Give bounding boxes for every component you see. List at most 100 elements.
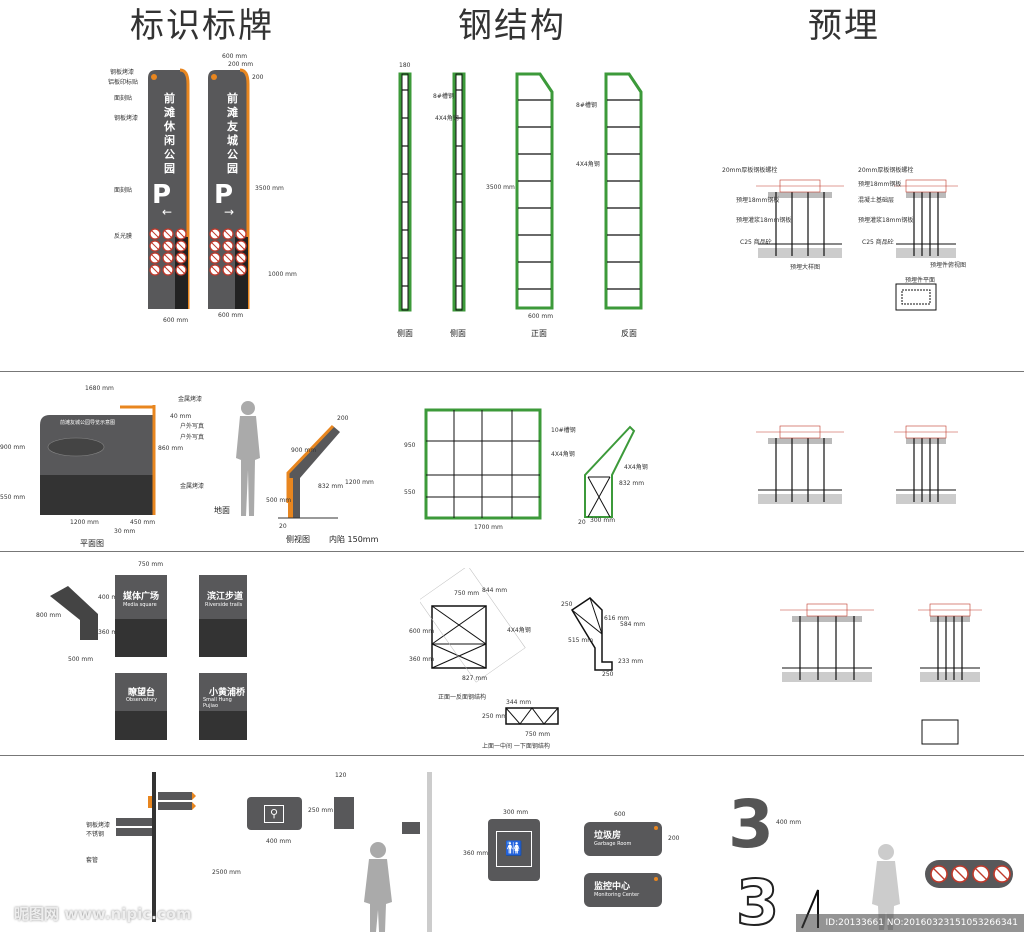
view-label-back: 反面 [621,329,637,338]
dim-label: 750 mm [454,590,480,597]
callout: 860 mm [158,445,184,452]
callout: 8#槽钢 [576,102,597,109]
dim-label: 233 mm [618,658,644,665]
sign-en: Observatory [126,697,157,703]
dim-label: 827 mm [462,675,488,682]
prohibition-slash [237,242,245,250]
prohibition-slash [151,266,159,274]
dim-label: 1200 mm [70,519,99,526]
dim-label: 200 [668,835,680,842]
totem-right-text: 前滩友城公园 [227,92,238,175]
dim-label: 616 mm [604,615,630,622]
embed-sub-label: 预埋大样图 [790,264,821,271]
embed-plate [906,192,946,198]
sign-en: Small Hung Pujiao [203,697,232,709]
dim-label: 300 mm [590,517,616,524]
dim-label: 832 mm [318,483,344,490]
prohibition-slash [996,868,1008,880]
callout: 10#槽钢 [551,427,576,434]
embed-base [896,248,956,258]
callout: 金属烤漆 [180,483,205,490]
prohibition-slash [224,254,232,262]
prohibition-slash [177,254,185,262]
embed-plan [921,719,959,745]
steel-frames-mid [420,568,613,725]
dim-label: 600 mm [409,628,435,635]
watermark-logo: 昵图网 www.nipic.com [14,905,192,923]
embed-plate [792,616,862,622]
prohibition-slash [177,230,185,238]
embed-base [758,248,842,258]
dim-label: 200 [252,74,264,81]
header-steel: 钢结构 [458,6,566,46]
embed-drawings [756,179,982,745]
prohibition-slash [224,230,232,238]
dim-label: 360 mm [463,850,489,857]
dim-label: 400 mm [266,838,292,845]
sign-cn: 滨江步道 [207,592,244,602]
prohibition-slash [954,868,966,880]
dim-label: 600 mm [218,312,244,319]
callout: 8#槽钢 [433,93,454,100]
embed-base [896,494,956,504]
dim-label: 360 mm [409,656,435,663]
prohibition-icons-left [149,228,187,276]
section-divider [0,551,1024,552]
inset-label: 内陷 150mm [329,535,379,544]
prohibition-slash [151,242,159,250]
prohibition-slash [237,254,245,262]
prohibition-slash [211,242,219,250]
prohibition-slash [177,266,185,274]
totem-right-arrow: → [224,205,235,219]
prohibition-slash [164,266,172,274]
prohibition-slash [975,868,987,880]
dim-label: 584 mm [620,621,646,628]
embed-sub-label: 预埋件俯视图 [930,262,967,269]
prohibition-slash [164,242,172,250]
dim-label: 600 mm [528,313,554,320]
sign-cn: 监控中心 [594,882,631,892]
steel-frames-top [398,72,643,312]
header-embed: 预埋 [808,6,880,46]
totem-left-arrow: ← [162,205,173,219]
dim-label: 950 [404,442,416,449]
board-steel-frame [424,408,636,520]
dim-label: 832 mm [619,480,645,487]
callout: 20mm厚板钢板螺栓 [722,167,778,174]
callout: 预埋18mm钢板 [858,181,902,188]
board-side-view [278,424,340,519]
dim-label: 844 mm [482,587,508,594]
dim-label: 344 mm [506,699,532,706]
caption: 上面一中间 一下面钢结构 [482,743,550,750]
embed-base [758,494,842,504]
dim-label: 400 mm [98,594,124,601]
dim-label: 400 mm [776,819,802,826]
prohibition-slash [211,254,219,262]
prohibition-slash [177,242,185,250]
embed-plate [768,438,832,444]
dim-label: 1000 mm [268,271,297,278]
number-three: 3 [728,786,774,863]
prohibition-slash [224,266,232,274]
embed-plate [906,438,946,444]
dim-label: 200 mm [228,61,254,68]
human-silhouette [872,844,900,930]
callout: 钢板烤漆 [86,822,111,829]
room-sign-garbage: 垃圾房 Garbage Room [584,822,662,856]
dim-label: 1200 mm [345,479,374,486]
callout: 钢板烤漆 [114,115,139,122]
totem-left-text: 前滩休闲公园 [164,92,175,175]
ground-label: 地面 [214,506,230,515]
dim-label: 250 mm [308,807,334,814]
callout: 户外写真 [180,423,205,430]
dim-label: 900 mm [0,444,26,451]
callout: 面刻贴 [114,95,133,102]
dim-label: 500 mm [266,497,292,504]
prohibition-slash [211,230,219,238]
direction-sign-bridge: 小黄浦桥 Small Hung Pujiao [199,673,247,740]
callout: 铝板印标贴 [108,79,139,86]
dim-label: 1700 mm [474,524,503,531]
plan-label: 平面图 [80,539,104,548]
section-divider [0,755,1024,756]
callout: 金属烤漆 [178,396,203,403]
